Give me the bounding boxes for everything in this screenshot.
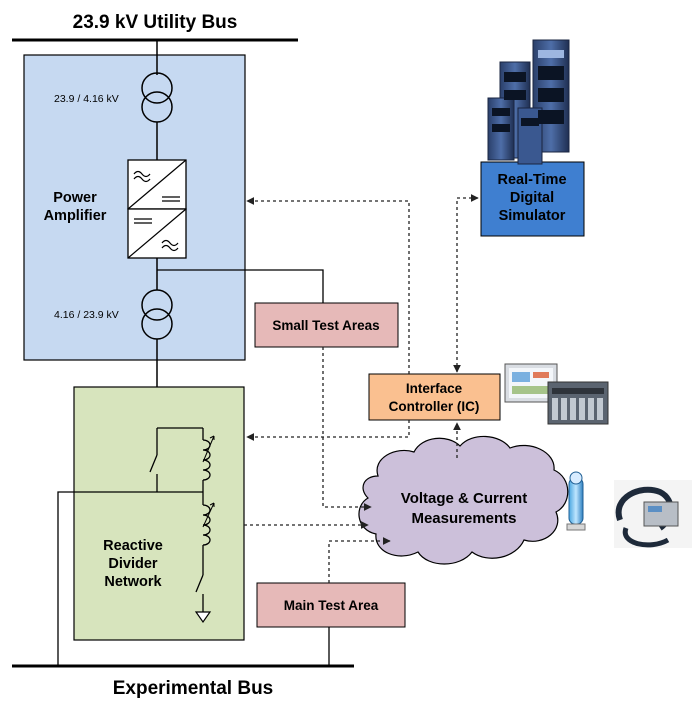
small-test-area-tap-line [157, 269, 324, 303]
rtds-box [480, 161, 585, 237]
utility-bus-label: 23.9 kV Utility Bus [73, 12, 238, 33]
ic-to-divider-link [246, 420, 410, 441]
inductor-icon [202, 502, 215, 546]
main-test-to-measurements-link [328, 537, 391, 583]
main-test-area-box [256, 582, 406, 628]
ic-hardware-photo [504, 363, 609, 425]
interface-controller-box [368, 373, 501, 421]
rtds-label-line1: Real-Time [497, 172, 566, 188]
lower-transformer-rating: 4.16 / 23.9 kV [54, 309, 119, 321]
power-amplifier-label-line2: Amplifier [44, 208, 107, 224]
reactive-divider-label-line3: Network [104, 574, 162, 590]
small-test-to-measurements-link [322, 347, 372, 511]
inductor-icon [202, 435, 215, 481]
experimental-bus-label: Experimental Bus [113, 678, 274, 699]
ic-to-amplifier-link [246, 197, 410, 374]
measurements-label-line1: Voltage & Current [401, 490, 527, 507]
converter-icon [127, 159, 187, 259]
current-sensor-photo [614, 480, 692, 548]
signal-links [244, 194, 479, 583]
reactive-divider-label-line1: Reactive [103, 538, 163, 554]
reactive-divider-block [73, 386, 245, 641]
reactive-divider-label-line2: Divider [108, 556, 158, 572]
switch-icon [149, 454, 158, 473]
measurements-label-line2: Measurements [411, 510, 516, 527]
ground-icon [194, 611, 212, 624]
rtds-label-line2: Digital [510, 190, 554, 206]
upper-transformer-rating: 23.9 / 4.16 kV [54, 93, 119, 105]
main-test-area-label: Main Test Area [284, 598, 379, 613]
experimental-bus-return-wire [57, 491, 203, 666]
rtds-rack-photo [487, 39, 570, 165]
interface-controller-label-line1: Interface [406, 381, 463, 396]
rtds-label-line3: Simulator [499, 208, 566, 224]
voltage-sensor-photo [566, 471, 586, 531]
power-amplifier-label-line1: Power [53, 190, 97, 206]
switch-icon [195, 574, 204, 593]
interface-controller-label-line2: Controller (IC) [389, 399, 480, 414]
small-test-areas-box [254, 302, 399, 348]
small-test-areas-label: Small Test Areas [272, 318, 379, 333]
